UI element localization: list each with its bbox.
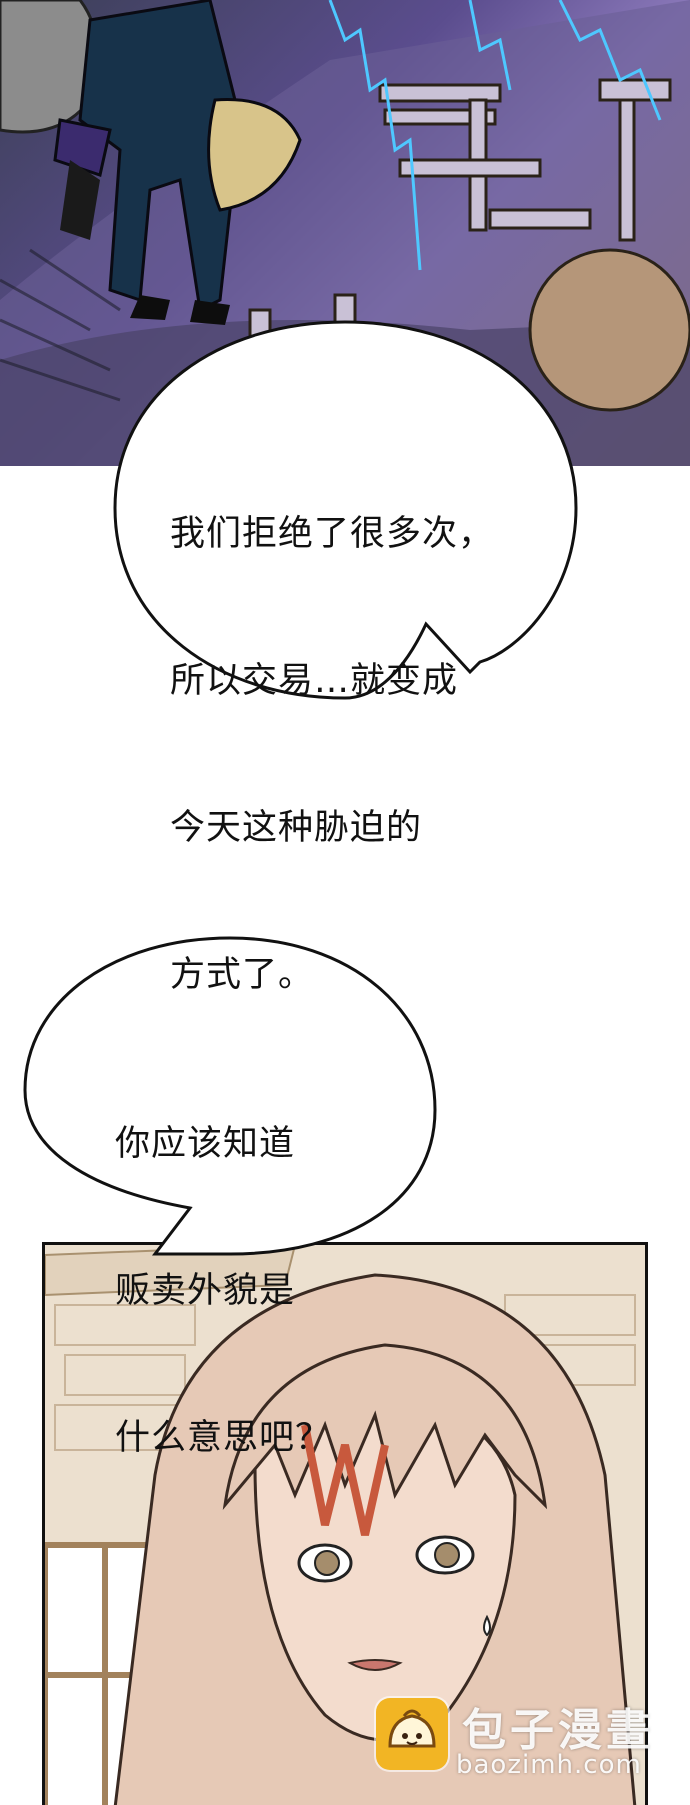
bubble-1-line-2: 所以交易…就变成: [170, 661, 459, 701]
bubble-2-line-3: 什么意思吧？: [115, 1418, 332, 1458]
bubble-1-line-3: 今天这种胁迫的: [170, 808, 423, 848]
lightning-effect: [328, 0, 662, 271]
bubble-1-line-4: 方式了。: [170, 955, 315, 995]
top-panel-illustration: [0, 0, 690, 466]
bubble-2-line-1: 你应该知道: [115, 1124, 296, 1164]
girl-portrait-artwork: [45, 1245, 645, 1805]
eyes: [297, 1535, 475, 1583]
suited-figure: [53, 0, 302, 325]
bottom-panel-illustration: [42, 1242, 648, 1805]
speech-bubble-1-text: 我们拒绝了很多次， 所以交易…就变成 今天这种胁迫的 方式了。: [170, 412, 494, 1049]
bubble-1-line-1: 我们拒绝了很多次，: [170, 514, 495, 554]
scene-artwork: [0, 0, 690, 466]
site-watermark[interactable]: 包子漫畫 baozimh.com: [376, 1694, 676, 1794]
speech-bubble-2-text: 你应该知道 贩卖外貌是 什么意思吧？: [115, 1022, 331, 1512]
bubble-2-line-2: 贩卖外貌是: [115, 1271, 296, 1311]
watermark-url[interactable]: baozimh.com: [456, 1750, 642, 1780]
watermark-title: 包子漫畫: [462, 1705, 654, 1756]
bun-mascot-icon: [376, 1698, 448, 1770]
